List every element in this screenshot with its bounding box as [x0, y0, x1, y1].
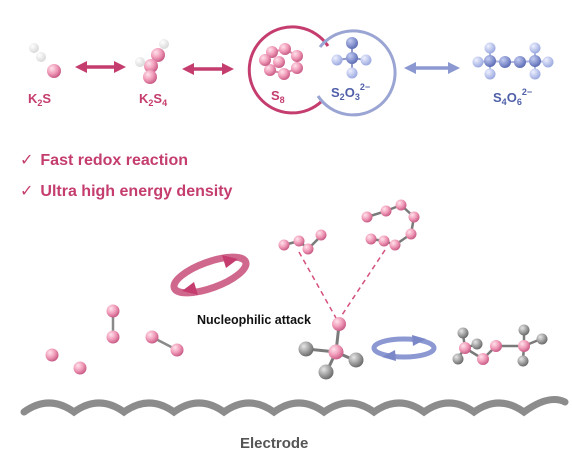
s8-molecule	[259, 43, 303, 80]
attack-dashed-lines	[298, 249, 386, 319]
k2s-molecule	[29, 43, 61, 78]
s4o6-molecule	[472, 42, 554, 80]
blue-cycle-arrow	[371, 335, 437, 361]
s2o3-circle: S2O32−	[316, 29, 397, 117]
s4o6-label: S4O62−	[493, 87, 532, 107]
s2o3-label: S2O32−	[331, 82, 370, 102]
k2s4-molecule	[135, 39, 169, 84]
s8-label: S8	[271, 88, 285, 105]
benefit-text: Fast redox reaction	[40, 152, 189, 169]
thiosulfate-molecule	[331, 37, 372, 79]
equilibrium-arrow-1	[75, 61, 126, 73]
electrode-surface	[20, 396, 569, 417]
sulfur-atoms-left	[45, 304, 184, 375]
checkmark-icon: ✓	[20, 152, 34, 169]
benefit-energy-density: ✓ Ultra high energy density	[20, 181, 232, 201]
equilibrium-arrow-3	[404, 62, 460, 74]
sulfur-chain-left	[278, 229, 327, 255]
benefit-fast-redox: ✓ Fast redox reaction	[20, 150, 188, 170]
thiosulfate-reactant	[298, 317, 364, 380]
k2s-label: K2S	[28, 91, 51, 108]
sulfur-chain-right	[361, 199, 420, 251]
nucleophilic-attack-label: Nucleophilic attack	[197, 313, 311, 327]
checkmark-icon: ✓	[20, 183, 34, 200]
benefit-text: Ultra high energy density	[40, 183, 233, 200]
electrode-label: Electrode	[240, 435, 308, 452]
pink-cycle-arrow	[170, 253, 250, 297]
k2s4-label: K2S4	[139, 91, 167, 108]
tetrathionate-product	[452, 324, 548, 367]
equilibrium-arrow-2	[182, 63, 234, 75]
s8-circle: S8	[247, 25, 330, 115]
